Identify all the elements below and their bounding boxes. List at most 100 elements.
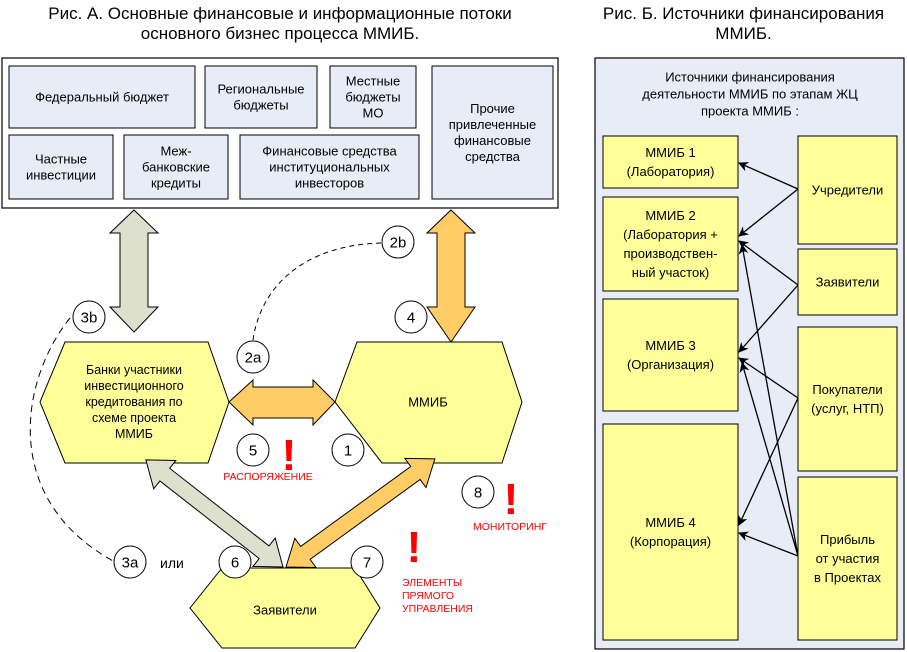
source-label: Финансовые средстваинституциональныхинве… bbox=[262, 144, 397, 191]
funder-label-line: Покупатели bbox=[812, 382, 882, 397]
marker-4: 4 bbox=[394, 300, 428, 334]
panel-header-line: проекта ММИБ : bbox=[701, 104, 799, 119]
figure-a-title-line1: Рис. А. Основные финансовые и информацио… bbox=[48, 4, 512, 23]
source-label-line: Прочие bbox=[470, 101, 515, 116]
source-label-line: бюджеты bbox=[345, 90, 400, 105]
dashed-link-2a-2b bbox=[252, 242, 383, 341]
funder-label-line: от участия bbox=[816, 551, 880, 566]
orange-arrow-mmib-applicants bbox=[285, 457, 436, 568]
source-label-line: кредиты bbox=[151, 176, 201, 191]
stage-label-line: ный участок) bbox=[632, 265, 709, 280]
svg-text:3a: 3a bbox=[122, 555, 139, 572]
stage-label-line: ММИБ 3 bbox=[645, 338, 695, 353]
svg-text:6: 6 bbox=[231, 555, 239, 572]
gray-arrow-sources-banks bbox=[108, 209, 160, 333]
stage-label: ММИБ 1 (Лаборатория) bbox=[627, 145, 715, 179]
funding-arrow bbox=[738, 240, 799, 286]
funder-label-line: (услуг, НТП) bbox=[811, 401, 884, 416]
node-applicants-label: Заявители bbox=[253, 603, 317, 618]
svg-text:8: 8 bbox=[474, 485, 482, 502]
note-direct-control: ПРЯМОГО bbox=[402, 590, 454, 602]
stage-label: ММИБ 2 (Лаборатория + производствен-ный уч… bbox=[623, 208, 718, 280]
source-label-line: бюджеты bbox=[233, 98, 288, 113]
funder-label-line: в Проектах bbox=[814, 570, 881, 585]
node-banks-label-line: схеме проекта bbox=[92, 411, 176, 425]
marker-2a: 2a bbox=[236, 340, 270, 374]
stage-label: ММИБ 4 (Корпорация) bbox=[630, 515, 711, 549]
sources-group: Федеральный бюджетРегиональныебюджетыМес… bbox=[8, 65, 554, 200]
marker-6: 6 bbox=[218, 545, 252, 579]
marker-3b: 3b bbox=[72, 300, 106, 334]
source-label-line: Местные bbox=[346, 74, 400, 89]
node-banks-label-line: кредитования по bbox=[85, 395, 182, 409]
stage-label-line: (Организация) bbox=[627, 357, 714, 372]
panel-header-line: деятельности ММИБ по этапам ЖЦ bbox=[642, 87, 858, 102]
node-applicants-label-line: Заявители bbox=[253, 603, 317, 618]
source-label-line: Федеральный бюджет bbox=[35, 90, 169, 105]
svg-text:2b: 2b bbox=[390, 235, 407, 252]
funding-arrow bbox=[738, 284, 799, 353]
marker-8: 8 bbox=[461, 475, 495, 509]
svg-text:2a: 2a bbox=[245, 350, 262, 367]
note-direct-control: УПРАВЛЕНИЯ bbox=[402, 603, 473, 615]
source-box: Финансовые средстваинституциональныхинве… bbox=[239, 134, 420, 200]
source-label-line: Частные bbox=[35, 152, 87, 167]
funding-arrow bbox=[739, 362, 799, 557]
marker-3a: 3a bbox=[113, 545, 147, 579]
stage-label-line: (Лаборатория + bbox=[623, 227, 718, 242]
funding-arrow bbox=[738, 162, 799, 190]
funder-label: Покупатели (услуг, НТП) bbox=[811, 382, 884, 416]
node-banks-label-line: инвестиционного bbox=[84, 379, 183, 393]
svg-text:7: 7 bbox=[363, 555, 371, 572]
figure-b-title-line1: Рис. Б. Источники финансирования bbox=[602, 4, 885, 23]
source-label-line: привлеченные bbox=[449, 117, 536, 132]
stage-box: ММИБ 4 (Корпорация) bbox=[602, 423, 739, 641]
note-direct-control: ЭЛЕМЕНТЫ bbox=[402, 577, 462, 589]
marker-2b: 2b bbox=[381, 225, 415, 259]
note-monitoring: МОНИТОРИНГ bbox=[473, 521, 547, 533]
svg-text:4: 4 bbox=[407, 310, 415, 327]
panel-header-line: Источники финансирования bbox=[665, 70, 835, 85]
svg-text:5: 5 bbox=[249, 443, 257, 460]
funding-arrow bbox=[738, 188, 799, 237]
source-label-line: инвесторов bbox=[295, 176, 364, 191]
funder-label: Учредители bbox=[812, 183, 884, 198]
marker-1: 1 bbox=[331, 433, 365, 467]
stage-label-line: ММИБ 4 bbox=[645, 515, 695, 530]
figure-a-title: Рис. А. Основные финансовые и информацио… bbox=[0, 4, 560, 44]
stage-label-line: ММИБ 1 bbox=[645, 145, 695, 160]
exclamation-icon-order: ! bbox=[282, 431, 297, 480]
node-banks-label: Банки участникиинвестиционногокредитован… bbox=[84, 363, 183, 441]
funder-box: Покупатели (услуг, НТП) bbox=[797, 326, 898, 472]
stage-box: ММИБ 3 (Организация) bbox=[602, 298, 739, 412]
stage-box: ММИБ 2 (Лаборатория + производствен-ный уч… bbox=[602, 196, 739, 292]
gray-arrow-banks-applicants bbox=[145, 459, 284, 568]
stage-label-line: (Лаборатория) bbox=[627, 164, 715, 179]
stage-label-line: (Корпорация) bbox=[630, 534, 711, 549]
source-label-line: Меж- bbox=[160, 144, 191, 159]
funding-arrow bbox=[738, 531, 799, 557]
exclamation-icon-monitoring: ! bbox=[504, 475, 519, 524]
source-label: Федеральный бюджет bbox=[35, 90, 169, 105]
funding-arrow bbox=[738, 244, 799, 557]
source-label-line: МО bbox=[363, 106, 384, 121]
stage-label-line: ММИБ 2 bbox=[645, 208, 695, 223]
funding-arrow bbox=[738, 397, 799, 526]
node-mmib-label-line: ММИБ bbox=[408, 395, 448, 410]
node-banks-label-line: ММИБ bbox=[115, 427, 153, 441]
stage-label: ММИБ 3 (Организация) bbox=[627, 338, 714, 372]
stage-box: ММИБ 1 (Лаборатория) bbox=[602, 135, 739, 189]
source-label-line: Региональные bbox=[217, 82, 304, 97]
exclamation-icon-direct-control: ! bbox=[407, 523, 422, 572]
figure-b-title: Рис. Б. Источники финансирования ММИБ. bbox=[580, 4, 907, 44]
stage-label-line: производствен- bbox=[624, 246, 718, 261]
